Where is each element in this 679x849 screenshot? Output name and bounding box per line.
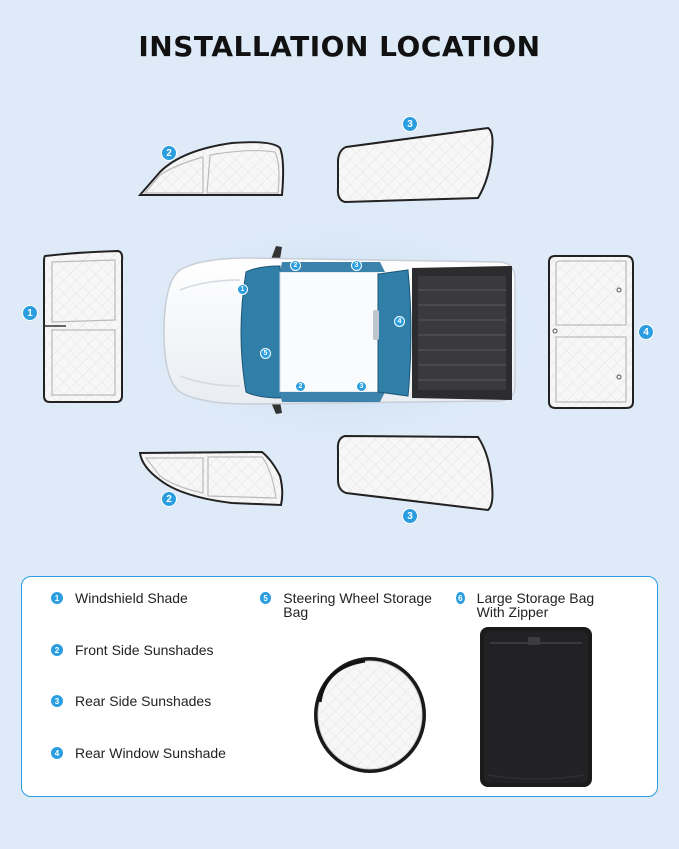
legend-item-front-side: 2 Front Side Sunshades — [51, 643, 214, 657]
legend-item-rear-window: 4 Rear Window Sunshade — [51, 746, 226, 760]
badge-front-side-top: 2 — [161, 145, 177, 161]
legend-panel: 1 Windshield Shade 2 Front Side Sunshade… — [21, 576, 658, 797]
legend-item-windshield: 1 Windshield Shade — [51, 591, 188, 605]
truck-badge-windshield: 1 — [237, 284, 248, 295]
legend-badge-5: 5 — [260, 592, 272, 604]
truck-badge-rear-side-bottom: 3 — [356, 381, 367, 392]
windshield-shade — [43, 249, 124, 403]
installation-diagram — [43, 126, 634, 512]
legend-badge-3: 3 — [51, 695, 63, 707]
truck-badge-rear-side-top: 3 — [351, 260, 362, 271]
front-side-shade-top — [137, 141, 285, 196]
badge-rear-side-top: 3 — [402, 116, 418, 132]
truck-badge-front-side-top: 2 — [290, 260, 301, 271]
legend-label-6: Large Storage Bag With Zipper — [476, 590, 595, 620]
pickup-truck — [163, 246, 516, 414]
legend-label-2: Front Side Sunshades — [75, 642, 214, 658]
truck-badge-rear-window: 4 — [394, 316, 405, 327]
legend-label-5: Steering Wheel Storage Bag — [283, 590, 432, 620]
badge-front-side-bottom: 2 — [161, 491, 177, 507]
legend-label-3: Rear Side Sunshades — [75, 693, 212, 709]
large-storage-bag-image — [480, 627, 592, 787]
page-title: INSTALLATION LOCATION — [138, 30, 541, 63]
badge-rear-window: 4 — [638, 324, 654, 340]
legend-label-1: Windshield Shade — [75, 590, 188, 606]
truck-badge-front-side-bottom: 2 — [295, 381, 306, 392]
rear-window-shade — [548, 255, 634, 409]
rear-side-shade-top — [336, 126, 494, 204]
legend-badge-1: 1 — [51, 592, 63, 604]
legend-item-rear-side: 3 Rear Side Sunshades — [51, 694, 211, 708]
rear-side-shade-bottom — [336, 434, 494, 512]
badge-rear-side-bottom: 3 — [402, 508, 418, 524]
legend-item-storage-bag: 6 Large Storage Bag With Zipper — [456, 591, 616, 619]
legend-item-steering: 5 Steering Wheel Storage Bag — [260, 591, 450, 619]
front-side-shade-bottom — [138, 450, 284, 507]
legend-badge-4: 4 — [51, 747, 63, 759]
steering-wheel-bag-image — [314, 657, 426, 773]
legend-badge-6: 6 — [456, 592, 465, 604]
truck-badge-steering: 5 — [260, 348, 271, 359]
badge-windshield: 1 — [22, 305, 38, 321]
legend-label-4: Rear Window Sunshade — [75, 745, 226, 761]
legend-badge-2: 2 — [51, 644, 63, 656]
